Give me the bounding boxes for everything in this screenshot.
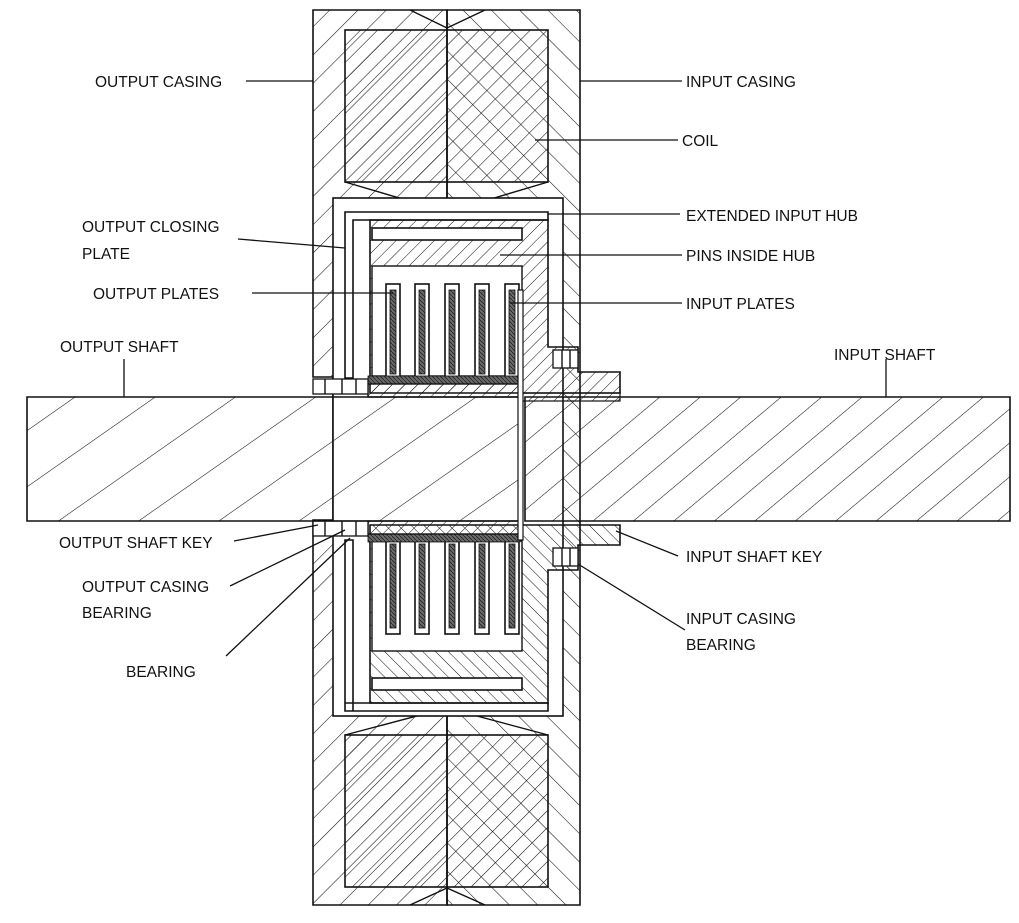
input-shaft <box>524 396 1011 522</box>
input-casing-bearings <box>552 349 579 567</box>
label-output-casing: OUTPUT CASING <box>95 74 222 91</box>
label-input-casing: INPUT CASING <box>686 74 796 91</box>
pins-inside-hub-bottom <box>371 677 523 691</box>
plates-top <box>367 283 521 385</box>
pins-inside-hub <box>371 227 523 241</box>
label-input-casing-bearing-1: INPUT CASING <box>686 611 796 628</box>
labels: OUTPUT CASING INPUT CASING COIL OUTPUT C… <box>59 74 936 681</box>
label-input-shaft-key: INPUT SHAFT KEY <box>686 549 822 566</box>
label-output-shaft: OUTPUT SHAFT <box>60 339 179 356</box>
output-shaft-key <box>367 383 521 398</box>
plates-bottom <box>367 533 521 635</box>
coil-top <box>344 29 549 183</box>
label-output-plates: OUTPUT PLATES <box>93 286 219 303</box>
center-pin <box>517 289 524 541</box>
output-closing-plate <box>344 211 549 379</box>
label-input-plates: INPUT PLATES <box>686 296 795 313</box>
leader-lines <box>123 80 887 657</box>
label-extended-input-hub: EXTENDED INPUT HUB <box>686 208 858 225</box>
label-bearing: BEARING <box>126 664 196 681</box>
label-output-casing-bearing-1: OUTPUT CASING <box>82 579 209 596</box>
label-output-closing-plate-2: PLATE <box>82 246 130 263</box>
label-output-casing-bearing-2: BEARING <box>82 605 152 622</box>
label-input-casing-bearing-2: BEARING <box>686 637 756 654</box>
label-output-shaft-key: OUTPUT SHAFT KEY <box>59 535 213 552</box>
output-shaft-key-bottom <box>367 520 521 535</box>
label-input-shaft: INPUT SHAFT <box>834 347 936 364</box>
coil-bottom <box>344 734 549 888</box>
label-pins-inside-hub: PINS INSIDE HUB <box>686 248 815 265</box>
output-shaft <box>26 396 521 522</box>
label-coil: COIL <box>682 133 719 150</box>
output-casing-bearings <box>312 378 369 537</box>
label-output-closing-plate-1: OUTPUT CLOSING <box>82 219 220 236</box>
